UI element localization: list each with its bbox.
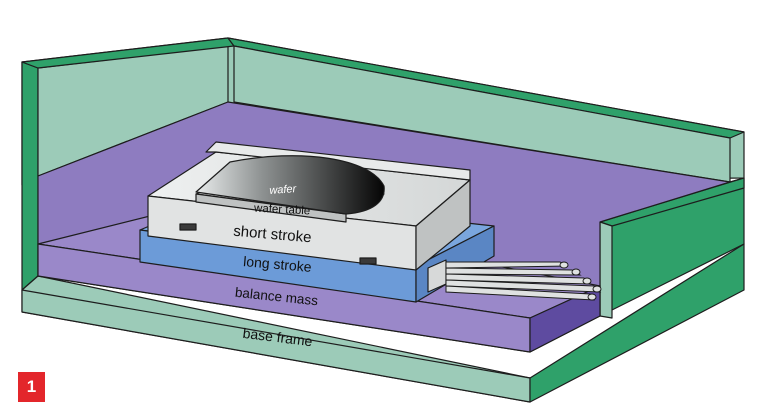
label-short-stroke: short stroke: [233, 223, 313, 247]
short-stroke-foot-right: [359, 257, 377, 265]
cable-bundle: [445, 261, 602, 301]
wafer-table-front: [195, 193, 347, 223]
short-stroke-side: [415, 179, 471, 271]
short-stroke-foot-left: [179, 223, 197, 231]
label-wafer-table: wafer table: [253, 202, 311, 217]
wafer-disc: [195, 155, 385, 215]
base-frame-right-edge: [599, 221, 613, 319]
cable-end-4: [592, 285, 602, 293]
label-wafer: wafer: [269, 183, 298, 197]
cable-end-5: [587, 293, 597, 301]
cable-3: [445, 273, 592, 285]
wafer-assembly: [195, 155, 385, 223]
cable-2: [445, 267, 582, 276]
base-frame-right-outer: [529, 243, 745, 403]
cable-end-1: [559, 261, 569, 269]
base-frame-left-wall: [21, 61, 39, 291]
cable-4: [445, 279, 602, 293]
label-long-stroke: long stroke: [243, 253, 313, 275]
base-frame: [21, 37, 745, 403]
cable-end-2: [571, 268, 581, 276]
cable-end-3: [582, 277, 592, 285]
figure-number-badge: 1: [18, 372, 45, 402]
